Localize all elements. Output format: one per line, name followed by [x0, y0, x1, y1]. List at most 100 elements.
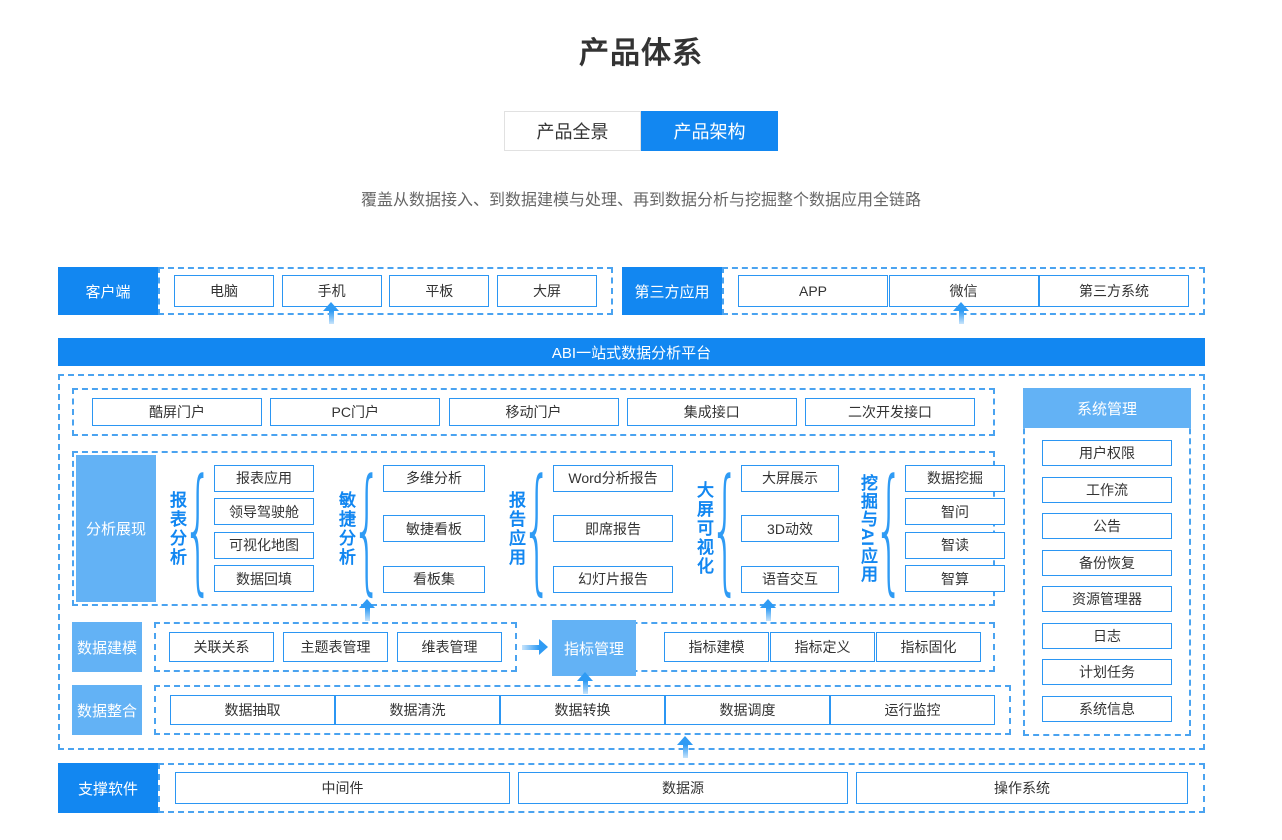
analysis-item-box: 智读 [905, 531, 1005, 559]
platform-left-area: 酷屏门户 PC门户 移动门户 集成接口 二次开发接口 分析展现 报表分析 { 报… [72, 388, 1011, 736]
metric-box: 指标固化 [876, 632, 981, 662]
analysis-item-box: 智算 [905, 565, 1005, 593]
analysis-group-report: 报表分析 { 报表应用 领导驾驶舱 可视化地图 数据回填 [166, 449, 314, 608]
integration-row: 数据整合 数据抽取 数据清洗 数据转换 数据调度 运行监控 [72, 684, 1011, 736]
support-row-label: 支撑软件 [58, 763, 158, 813]
support-box: 操作系统 [856, 772, 1188, 804]
system-box: 工作流 [1042, 476, 1172, 503]
integration-container: 数据抽取 数据清洗 数据转换 数据调度 运行监控 [154, 685, 1011, 735]
portal-row: 酷屏门户 PC门户 移动门户 集成接口 二次开发接口 [72, 388, 995, 436]
client-device-box: 大屏 [496, 275, 597, 307]
group-name: 挖掘与AI应用 [858, 474, 877, 583]
modeling-row-label: 数据建模 [72, 622, 142, 672]
architecture-diagram: 客户端 电脑 手机 平板 大屏 第三方应用 APP 微信 第三方系统 ABI一站… [58, 267, 1205, 813]
up-arrow-icon [677, 736, 693, 758]
client-device-box: 手机 [281, 275, 382, 307]
integration-box: 数据调度 [665, 695, 830, 725]
page-subtitle: 覆盖从数据接入、到数据建模与处理、再到数据分析与挖掘整个数据应用全链路 [360, 192, 921, 209]
third-party-section: 第三方应用 APP 微信 第三方系统 [622, 267, 1205, 324]
up-arrow-icon [760, 599, 776, 621]
analysis-item-box: 看板集 [383, 565, 485, 593]
system-box: 日志 [1042, 622, 1172, 649]
system-box: 计划任务 [1042, 659, 1172, 686]
third-party-app-box: APP [738, 275, 888, 307]
group-name: 报表分析 [167, 490, 186, 567]
view-tabs: 产品全景 产品架构 [0, 111, 1282, 151]
right-arrow-icon [521, 639, 548, 655]
brace-icon: { [709, 448, 741, 609]
client-section-label: 客户端 [58, 267, 158, 315]
metric-box: 指标定义 [770, 632, 875, 662]
system-box: 备份恢复 [1042, 549, 1172, 576]
analysis-group-agile: 敏捷分析 { 多维分析 敏捷看板 看板集 [335, 449, 485, 608]
up-arrow-icon [323, 302, 339, 324]
integration-row-label: 数据整合 [72, 685, 142, 735]
system-box: 用户权限 [1042, 440, 1172, 467]
analysis-item-box: 幻灯片报告 [553, 565, 673, 593]
analysis-item-box: 大屏展示 [741, 464, 839, 492]
platform-banner: ABI一站式数据分析平台 [58, 338, 1205, 366]
analysis-item-box: Word分析报告 [553, 464, 673, 492]
client-device-box: 电脑 [174, 275, 274, 307]
integration-box: 数据清洗 [335, 695, 500, 725]
up-arrow-icon [953, 302, 969, 324]
client-device-box: 平板 [389, 275, 490, 307]
analysis-item-box: 智问 [905, 498, 1005, 526]
analysis-item-box: 语音交互 [741, 565, 839, 593]
group-name: 敏捷分析 [336, 490, 355, 567]
analysis-item-box: 3D动效 [741, 515, 839, 542]
system-management-column: 系统管理 用户权限 工作流 公告 备份恢复 资源管理器 日志 计划任务 系统信息 [1023, 388, 1191, 736]
support-row: 支撑软件 中间件 数据源 操作系统 [58, 763, 1205, 813]
tab-product-panorama[interactable]: 产品全景 [504, 111, 641, 151]
brace-icon: { [521, 448, 553, 609]
analysis-item-box: 多维分析 [383, 464, 485, 492]
platform-container: 酷屏门户 PC门户 移动门户 集成接口 二次开发接口 分析展现 报表分析 { 报… [58, 374, 1205, 750]
analysis-item-box: 报表应用 [214, 464, 314, 492]
tab-product-architecture[interactable]: 产品架构 [641, 111, 778, 151]
integration-box: 数据转换 [500, 695, 665, 725]
system-box: 资源管理器 [1042, 586, 1172, 613]
modeling-left-container: 关联关系 主题表管理 维表管理 [154, 622, 517, 672]
system-box: 公告 [1042, 513, 1172, 540]
up-arrow-icon [577, 672, 593, 694]
brace-icon: { [351, 448, 383, 609]
modeling-box: 关联关系 [169, 632, 274, 662]
analysis-group-bigscreen: 大屏可视化 { 大屏展示 3D动效 语音交互 [693, 449, 839, 608]
analysis-group-ai: 挖掘与AI应用 { 数据挖掘 智问 智读 智算 [857, 449, 1005, 608]
third-party-apps-container: APP 微信 第三方系统 [722, 267, 1205, 324]
modeling-row: 数据建模 关联关系 主题表管理 维表管理 指标管理 指标建模 指标定义 指标固化 [72, 620, 995, 676]
third-party-app-box: 第三方系统 [1039, 275, 1189, 307]
group-name: 报告应用 [506, 490, 525, 567]
client-section: 客户端 电脑 手机 平板 大屏 [58, 267, 613, 324]
third-party-section-label: 第三方应用 [622, 267, 722, 315]
analysis-item-box: 数据挖掘 [905, 464, 1005, 492]
analysis-item-box: 领导驾驶舱 [214, 498, 314, 526]
brace-icon: { [182, 448, 214, 609]
system-box: 系统信息 [1042, 695, 1172, 722]
analysis-item-box: 即席报告 [553, 515, 673, 542]
analysis-section: 分析展现 报表分析 { 报表应用 领导驾驶舱 可视化地图 数据回填 敏捷分析 { [72, 449, 1005, 621]
portal-box: 集成接口 [626, 398, 797, 426]
analysis-item-box: 可视化地图 [214, 531, 314, 559]
modeling-box: 维表管理 [397, 632, 502, 662]
support-container: 中间件 数据源 操作系统 [158, 763, 1205, 813]
modeling-box: 主题表管理 [283, 632, 388, 662]
brace-icon: { [873, 448, 905, 609]
analysis-group-reporting: 报告应用 { Word分析报告 即席报告 幻灯片报告 [505, 449, 673, 608]
metric-highlight-box: 指标管理 [552, 620, 636, 676]
support-box: 数据源 [518, 772, 848, 804]
analysis-item-box: 数据回填 [214, 565, 314, 593]
portal-box: 酷屏门户 [92, 398, 262, 426]
integration-box: 数据抽取 [170, 695, 335, 725]
page-title: 产品体系 [579, 37, 703, 70]
integration-box: 运行监控 [830, 695, 995, 725]
up-arrow-icon [359, 599, 375, 621]
portal-box: 二次开发接口 [805, 398, 975, 426]
group-name: 大屏可视化 [694, 481, 713, 576]
metric-container: 指标管理 指标建模 指标定义 指标固化 [552, 620, 995, 676]
system-management-header: 系统管理 [1023, 388, 1191, 428]
support-box: 中间件 [175, 772, 510, 804]
portal-box: PC门户 [270, 398, 441, 426]
analysis-section-label: 分析展现 [76, 455, 156, 602]
portal-box: 移动门户 [448, 398, 619, 426]
